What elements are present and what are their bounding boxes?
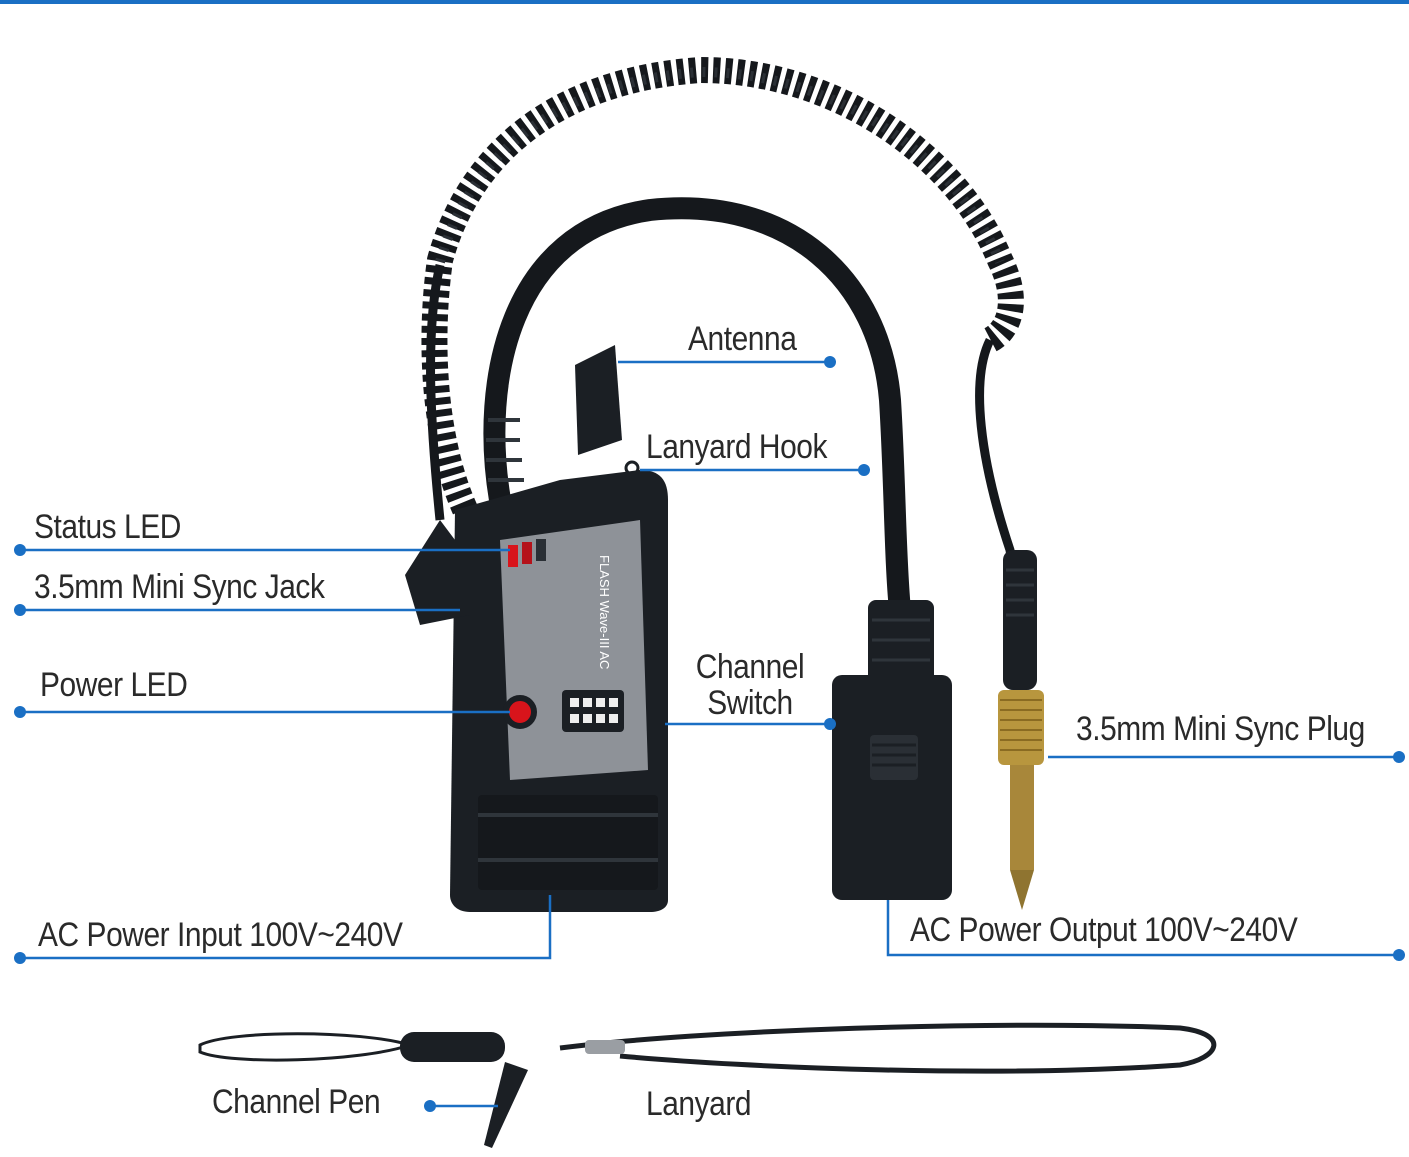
power-led-label: Power LED bbox=[40, 666, 188, 704]
channel-switch-label-line1: Channel bbox=[695, 648, 805, 686]
sync-cable-lead-right bbox=[975, 337, 1025, 621]
sync-plug-label: 3.5mm Mini Sync Plug bbox=[1076, 710, 1365, 748]
ac-output-plug bbox=[832, 600, 952, 900]
channel-switch bbox=[562, 690, 624, 732]
sync-jack-plug bbox=[405, 520, 470, 625]
lanyard-label: Lanyard bbox=[646, 1085, 752, 1123]
lanyard-cord bbox=[559, 1022, 1217, 1074]
channel-pen-label: Channel Pen bbox=[212, 1083, 381, 1121]
channel-pen bbox=[484, 1062, 528, 1148]
ac-power-cable bbox=[483, 197, 911, 612]
power-led bbox=[503, 695, 537, 729]
ac-output-label: AC Power Output 100V~240V bbox=[910, 911, 1298, 949]
lanyard-assembly bbox=[198, 1022, 1217, 1148]
callout-lines bbox=[20, 360, 1399, 1108]
brand-text: FLASH Wave-III AC bbox=[597, 555, 612, 669]
callout-dots bbox=[14, 356, 1405, 1112]
channel-switch-label-line2: Switch bbox=[707, 684, 793, 722]
lanyard-clip bbox=[400, 1032, 505, 1062]
antenna-label: Antenna bbox=[688, 320, 797, 358]
top-rule bbox=[0, 0, 1409, 4]
sync-plug bbox=[998, 550, 1044, 910]
flash-wave-device: FLASH Wave-III AC bbox=[405, 345, 668, 912]
lanyard-hook-label: Lanyard Hook bbox=[646, 428, 828, 466]
sync-jack-label: 3.5mm Mini Sync Jack bbox=[34, 568, 325, 606]
sync-cable-lead-left bbox=[426, 263, 445, 521]
antenna bbox=[575, 345, 622, 455]
lanyard-left-loop bbox=[198, 1032, 415, 1062]
ac-input-label: AC Power Input 100V~240V bbox=[38, 916, 403, 954]
status-led-label: Status LED bbox=[34, 508, 181, 546]
